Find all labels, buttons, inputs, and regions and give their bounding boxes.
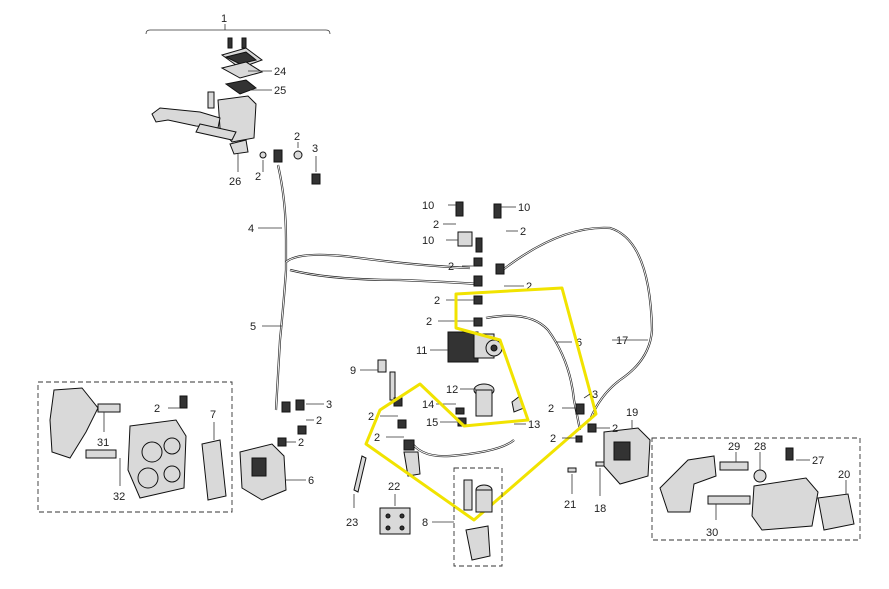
callout-21: 21 [564,499,576,511]
group-8-box [453,467,503,567]
callout-27: 27 [812,455,824,467]
rear-reservoir [463,479,493,561]
callout-22: 22 [388,481,400,493]
callout-19: 19 [626,407,638,419]
abs-modulator [447,331,503,363]
callout-9: 9 [350,365,356,377]
callout-10-b: 10 [518,202,530,214]
callout-2-a: 2 [294,131,300,143]
callout-15: 15 [426,417,438,429]
callout-2-o: 2 [612,423,618,435]
callout-2-k: 2 [154,403,160,415]
pin [353,455,367,493]
callout-11: 11 [416,345,427,357]
callout-2-e: 2 [448,261,454,273]
callout-2-i: 2 [368,411,374,423]
callout-2-f: 2 [526,281,532,293]
callout-2-g: 2 [434,295,440,307]
callout-2-d: 2 [520,226,526,238]
brake-hoses [274,164,654,458]
brake-switch [377,359,421,477]
callout-3-b: 3 [326,399,332,411]
callout-2-m: 2 [298,437,304,449]
callout-14: 14 [422,399,434,411]
callout-12: 12 [446,384,458,396]
junction-block [455,201,505,327]
callout-23: 23 [346,517,358,529]
callout-2-h: 2 [426,316,432,328]
callout-29: 29 [728,441,740,453]
callout-17: 17 [616,335,628,347]
callout-18: 18 [594,503,606,515]
callout-1: 1 [221,13,227,25]
callout-8: 8 [422,517,428,529]
callout-6-a: 6 [576,337,582,349]
callout-2-c: 2 [433,219,439,231]
callout-2-j: 2 [374,432,380,444]
washer [293,150,303,160]
callout-5: 5 [250,321,256,333]
group-20-box [651,437,861,541]
callout-7: 7 [210,409,216,421]
callout-2-n: 2 [548,403,554,415]
callout-30: 30 [706,527,718,539]
callout-24: 24 [274,66,286,78]
callout-20: 20 [838,469,850,481]
callout-31: 31 [97,437,109,449]
callout-4: 4 [248,223,254,235]
left-brake-caliper [239,399,307,501]
callout-13: 13 [528,419,540,431]
callout-2-l: 2 [316,415,322,427]
nut [311,173,321,185]
washer [259,151,267,159]
callout-6-b: 6 [308,475,314,487]
right-brake-caliper [567,403,651,485]
left-caliper-bracket [49,387,227,501]
banjo-bolt [273,149,283,163]
callout-10-a: 10 [422,200,434,212]
callout-3-c: 3 [592,389,598,401]
group-1-bracket [145,29,331,35]
master-cylinder-assembly [151,37,264,155]
callout-2-p: 2 [550,433,556,445]
right-caliper-bracket [659,447,855,531]
callout-26: 26 [229,176,241,188]
callout-25: 25 [274,85,286,97]
callout-3-a: 3 [312,143,318,155]
callout-32: 32 [113,491,125,503]
callout-2-b: 2 [255,171,261,183]
callout-10-c: 10 [422,235,434,247]
rear-master-cylinder [455,383,525,427]
brake-pad-shim [379,507,411,535]
group-7-box [37,381,233,513]
callout-28: 28 [754,441,766,453]
highlighted-hose-route [364,286,598,522]
